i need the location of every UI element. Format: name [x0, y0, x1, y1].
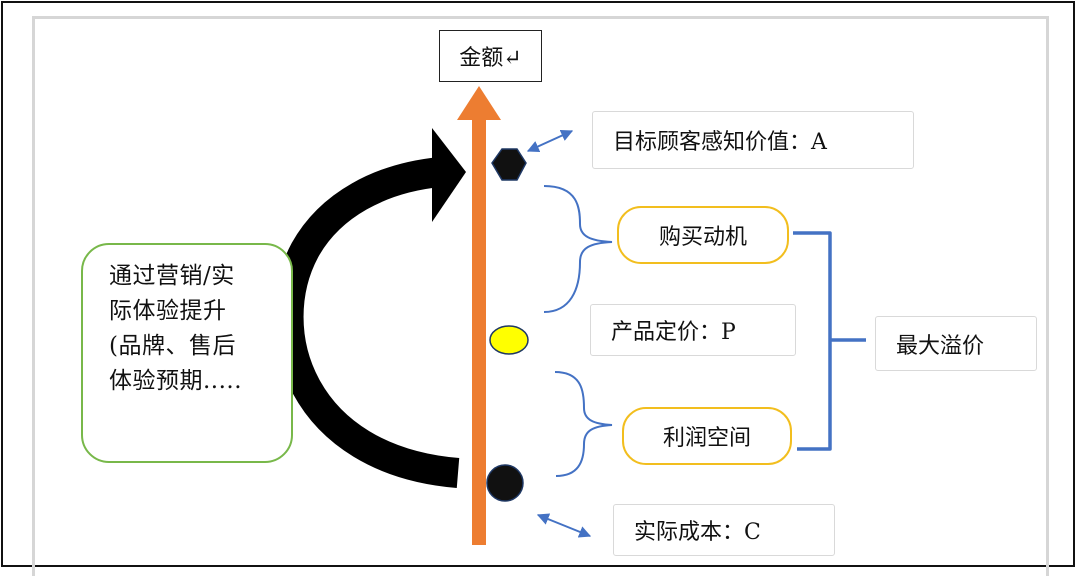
- target-value-marker: [491, 148, 527, 181]
- cost-marker: [486, 464, 524, 502]
- purchase-motive-pill: 购买动机: [617, 206, 789, 264]
- purchase-motive-label: 购买动机: [658, 225, 747, 250]
- marketing-note-line: 通过营销/实: [109, 263, 235, 289]
- product-price-box: 产品定价：P: [590, 304, 796, 356]
- purchase-motive-brace: [543, 185, 613, 313]
- target-value-label: 目标顾客感知价值：A: [613, 130, 827, 155]
- marketing-note-box: 通过营销/实 际体验提升 (品牌、售后 体验预期.....: [81, 243, 293, 463]
- profit-space-pill: 利润空间: [622, 407, 792, 465]
- cost-connector: [536, 513, 592, 538]
- marketing-note-line: 体验预期.....: [109, 368, 243, 394]
- curved-arrow-head: [432, 128, 466, 222]
- marketing-note-line: 际体验提升: [109, 298, 227, 324]
- product-price-label: 产品定价：P: [611, 320, 736, 345]
- target-value-connector: [526, 130, 574, 152]
- amount-title-box: 金额↵: [439, 30, 542, 82]
- max-premium-box: 最大溢价: [875, 316, 1037, 371]
- price-marker: [489, 325, 529, 355]
- actual-cost-box: 实际成本：C: [613, 504, 835, 556]
- amount-axis: [472, 118, 486, 545]
- max-premium-brace: [793, 231, 866, 451]
- amount-title: 金额↵: [459, 46, 522, 71]
- target-value-box: 目标顾客感知价值：A: [592, 111, 914, 169]
- actual-cost-label: 实际成本：C: [634, 520, 761, 545]
- profit-space-brace: [554, 371, 613, 477]
- marketing-note-line: (品牌、售后: [109, 333, 236, 359]
- profit-space-label: 利润空间: [662, 426, 751, 451]
- inner-frame: [32, 16, 1049, 576]
- max-premium-label: 最大溢价: [896, 333, 985, 359]
- amount-axis-arrowhead: [457, 86, 501, 120]
